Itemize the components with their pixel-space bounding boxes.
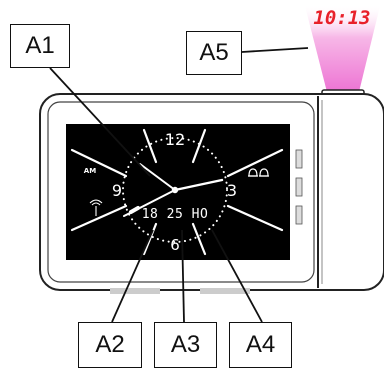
minute-hand [173,178,224,192]
am-indicator: AM [84,167,96,175]
alarm-bell-icon [248,168,269,177]
minute-dot-ring [122,137,228,243]
device-bezel [47,101,315,283]
lcd-digital-readout: 18 25 HO [142,207,209,222]
leader-a5 [241,47,309,53]
callout-a1-label: A1 [25,32,55,59]
lcd-segment-lines [70,128,284,256]
foot-left [110,288,160,294]
projected-time: 10:13 [313,7,370,29]
callout-a5: A5 [186,31,242,75]
callout-a3-label: A3 [170,331,201,358]
leader-a4 [211,229,263,323]
dial-numeral-3: 3 [227,181,237,200]
lcd-display [66,124,290,260]
callout-a4-label: A4 [245,331,276,358]
radio-signal-icon [89,199,103,216]
callout-leader-lines [49,47,309,323]
foot-right [200,288,250,294]
side-button-3 [295,205,303,225]
dial-center-hub [171,186,179,194]
callout-a5-label: A5 [199,39,229,66]
callout-a3: A3 [154,322,217,368]
side-button-1 [295,149,303,169]
hour-hand [139,163,176,191]
dial-numeral-6: 6 [170,236,180,254]
callout-a1: A1 [10,24,70,68]
second-hand-tail [129,206,140,214]
leader-a2 [111,229,154,323]
dial-numeral-12: 12 [165,130,185,149]
leader-a3 [181,229,185,323]
callout-a2-label: A2 [95,331,125,358]
clock-hands [123,163,224,217]
side-button-2 [295,177,303,197]
dial-numeral-9: 9 [112,181,122,200]
callout-a2: A2 [78,322,142,368]
projection-beam [305,6,380,96]
callout-a4: A4 [229,322,292,368]
leader-a1 [49,67,151,177]
